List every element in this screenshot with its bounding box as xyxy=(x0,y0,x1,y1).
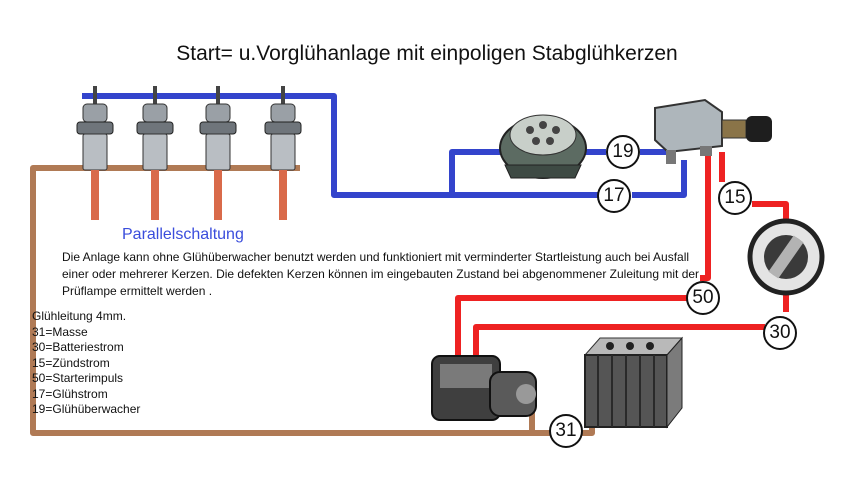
legend-item: 31=Masse xyxy=(32,324,88,339)
terminal-30-label: 30 xyxy=(763,316,797,350)
terminal-50-label: 50 xyxy=(686,281,720,315)
glow-start-switch xyxy=(654,98,772,164)
legend: Glühleitung 4mm. 31=Masse 30=Batteriestr… xyxy=(32,309,140,418)
starter-motor xyxy=(431,355,537,421)
glow-plug-4 xyxy=(264,86,302,220)
glow-plugs xyxy=(76,86,302,220)
terminal-17-label: 17 xyxy=(597,179,631,213)
page-title: Start= u.Vorglühanlage mit einpoligen St… xyxy=(176,42,678,65)
legend-item: 30=Batteriestrom xyxy=(32,340,124,354)
section-subtitle: Parallelschaltung xyxy=(122,226,244,243)
description-paragraph: Die Anlage kann ohne Glühüberwacher benu… xyxy=(62,250,700,298)
glow-monitor xyxy=(499,114,587,179)
glow-plug-1 xyxy=(76,86,114,220)
legend-item: 17=Glühstrom xyxy=(32,386,108,401)
ignition-lock xyxy=(747,218,825,296)
legend-item: Glühleitung 4mm. xyxy=(32,309,127,323)
terminal-15-label: 15 xyxy=(718,181,752,215)
glow-wire xyxy=(82,93,687,198)
legend-item: 50=Starterimpuls xyxy=(32,371,124,385)
glow-plug-2 xyxy=(136,86,174,220)
legend-item: 15=Zündstrom xyxy=(32,355,110,370)
terminal-19-label: 19 xyxy=(606,135,640,169)
legend-item: 19=Glühüberwacher xyxy=(32,402,141,416)
glow-plug-3 xyxy=(199,86,237,220)
battery xyxy=(583,336,684,429)
terminal-31-label: 31 xyxy=(549,414,583,448)
